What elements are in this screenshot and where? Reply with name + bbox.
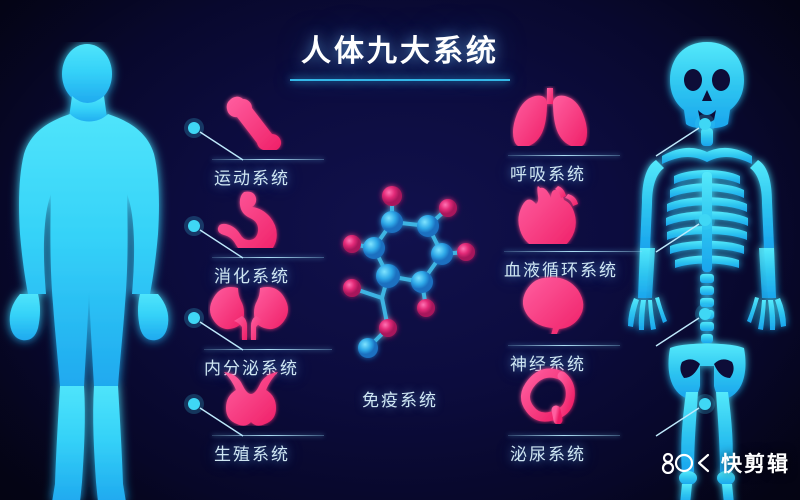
- page-title: 人体九大系统: [0, 26, 800, 81]
- system-item-reproductive[interactable]: 生殖系统: [184, 368, 370, 464]
- system-item-respiratory[interactable]: 呼吸系统: [500, 86, 715, 184]
- connector-line: [655, 394, 715, 437]
- lungs-icon: [510, 86, 590, 151]
- label-rule: [508, 435, 620, 436]
- label-rule: [212, 435, 324, 436]
- system-item-sport[interactable]: 运动系统: [184, 92, 370, 188]
- brain-icon: [514, 276, 590, 339]
- system-item-urinary[interactable]: 泌尿系统: [500, 366, 715, 464]
- page-title-text: 人体九大系统: [301, 35, 499, 68]
- connector-line: [655, 210, 715, 253]
- connector-line: [655, 114, 715, 157]
- watermark-text: 快剪辑: [721, 453, 790, 476]
- label-rule: [504, 251, 642, 252]
- connector-line: [184, 216, 244, 259]
- bladder-icon: [216, 368, 286, 431]
- kidneys-icon: [208, 282, 294, 345]
- connector-line: [184, 308, 244, 351]
- title-underline: [290, 79, 510, 81]
- urinary-icon: [516, 366, 588, 429]
- molecule-icon: [330, 178, 480, 373]
- connector-line: [184, 118, 244, 161]
- system-label-sport: 运动系统: [214, 169, 290, 188]
- label-rule: [212, 159, 324, 160]
- label-rule: [212, 257, 324, 258]
- human-silhouette: [0, 42, 194, 500]
- brand-logo-icon: [661, 452, 710, 474]
- skeleton-silhouette: [612, 36, 800, 500]
- bone-icon: [208, 92, 288, 155]
- watermark: 快剪辑: [661, 448, 790, 478]
- system-item-nervous[interactable]: 神经系统: [500, 276, 715, 374]
- immune-system-label: 免疫系统: [362, 391, 438, 410]
- system-label-circulatory: 血液循环系统: [504, 261, 618, 280]
- system-label-urinary: 泌尿系统: [510, 445, 586, 464]
- system-item-endocrine[interactable]: 内分泌系统: [184, 282, 380, 378]
- label-rule: [508, 345, 620, 346]
- connector-line: [184, 394, 244, 437]
- label-rule: [204, 349, 332, 350]
- system-item-circulatory[interactable]: 血液循环系统: [500, 182, 715, 280]
- system-label-nervous: 神经系统: [510, 355, 586, 374]
- heart-icon: [514, 182, 588, 251]
- stomach-icon: [214, 190, 286, 257]
- system-item-digestive[interactable]: 消化系统: [184, 190, 370, 286]
- label-rule: [508, 155, 620, 156]
- system-label-digestive: 消化系统: [214, 267, 290, 286]
- system-label-reproductive: 生殖系统: [214, 445, 290, 464]
- connector-line: [655, 304, 715, 347]
- system-label-respiratory: 呼吸系统: [510, 165, 586, 184]
